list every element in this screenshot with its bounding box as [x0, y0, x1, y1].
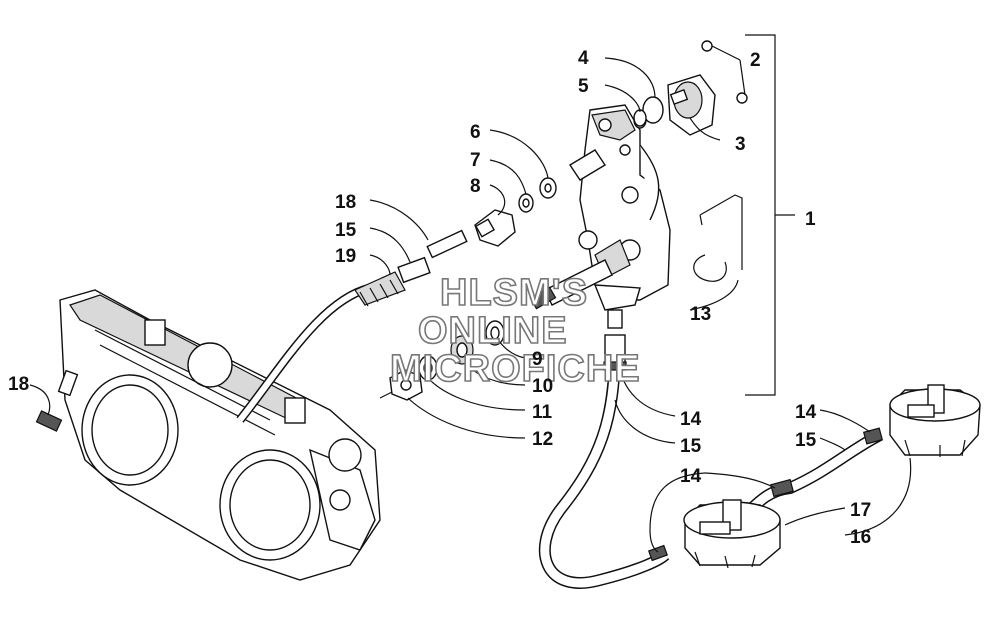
callout-5: 5: [578, 76, 589, 97]
callout-10: 10: [532, 376, 553, 397]
callout-19: 19: [335, 246, 356, 267]
vacuum-hoses: [538, 334, 884, 589]
callout-14-a: 14: [680, 409, 702, 430]
callout-17: 17: [850, 500, 871, 521]
callout-labels: 1 2 3 4 5 6 7 8 9 10 11 12 13 14 14 14 1…: [8, 48, 871, 548]
callout-6: 6: [470, 122, 481, 143]
callout-15-b: 15: [795, 430, 817, 451]
nut-and-washers: [379, 320, 505, 401]
watermark: HLSM'S ONLINE MICROFICHE: [389, 271, 641, 391]
callout-12: 12: [532, 429, 553, 450]
callout-16: 16: [850, 527, 871, 548]
callout-8: 8: [470, 176, 481, 197]
callout-13: 13: [690, 304, 711, 325]
callout-9: 9: [532, 349, 543, 370]
callout-14-c: 14: [680, 466, 702, 487]
throttle-body-assembly: [59, 289, 381, 581]
group-bracket: [745, 34, 795, 396]
callout-7: 7: [470, 150, 481, 171]
watermark-line-3: MICROFICHE: [390, 348, 641, 390]
callout-15-a: 15: [680, 436, 702, 457]
regulator-body: [529, 104, 671, 329]
lower-valve: [683, 499, 781, 569]
callout-11: 11: [532, 402, 553, 423]
left-hose: [28, 369, 186, 569]
watermark-line-1: HLSM'S: [440, 272, 588, 314]
callout-18-a: 18: [335, 192, 356, 213]
callout-2: 2: [750, 50, 761, 71]
callout-15-c: 15: [335, 220, 357, 241]
retaining-clip: [693, 194, 743, 282]
upper-valve: [889, 384, 981, 457]
leader-lines: [29, 45, 912, 553]
callout-18-b: 18: [8, 374, 29, 395]
fitting-and-washers: [474, 177, 557, 247]
callout-4: 4: [578, 48, 589, 69]
throttle-cable: [236, 229, 468, 423]
callout-1: 1: [805, 209, 816, 230]
diaphragm-cap: [633, 40, 748, 136]
callout-14-b: 14: [795, 402, 817, 423]
watermark-line-2: ONLINE: [418, 310, 568, 352]
callout-3: 3: [735, 134, 746, 155]
